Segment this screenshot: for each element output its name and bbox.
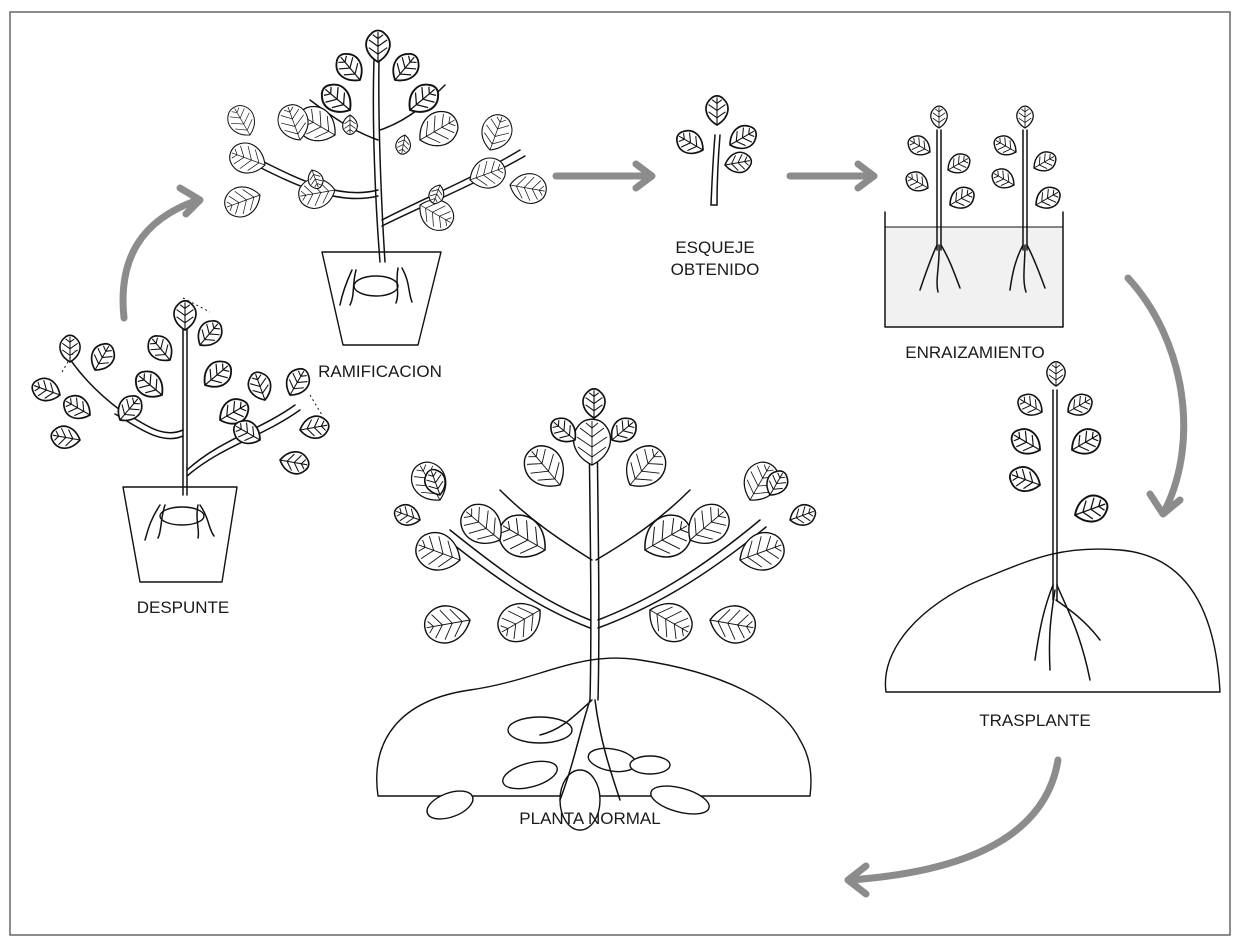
label-despunte: DESPUNTE xyxy=(118,597,248,618)
label-ramificacion: RAMIFICACION xyxy=(300,361,460,382)
label-esqueje-line1: ESQUEJE xyxy=(660,237,770,258)
despunte-plant xyxy=(29,298,331,582)
ramificacion-plant xyxy=(221,30,549,345)
arrow-trasplante-to-planta-normal xyxy=(850,760,1058,880)
arrow-enraizamiento-to-trasplante xyxy=(1128,278,1184,510)
label-planta-normal: PLANTA NORMAL xyxy=(490,808,690,829)
label-esqueje-line2: OBTENIDO xyxy=(660,259,770,280)
esqueje-plant xyxy=(672,96,760,205)
trasplante-mound xyxy=(885,362,1220,692)
label-trasplante: TRASPLANTE xyxy=(960,710,1110,731)
planta-normal-plant xyxy=(377,389,819,830)
enraizamiento-tray xyxy=(885,106,1064,327)
label-enraizamiento: ENRAIZAMIENTO xyxy=(880,342,1070,363)
